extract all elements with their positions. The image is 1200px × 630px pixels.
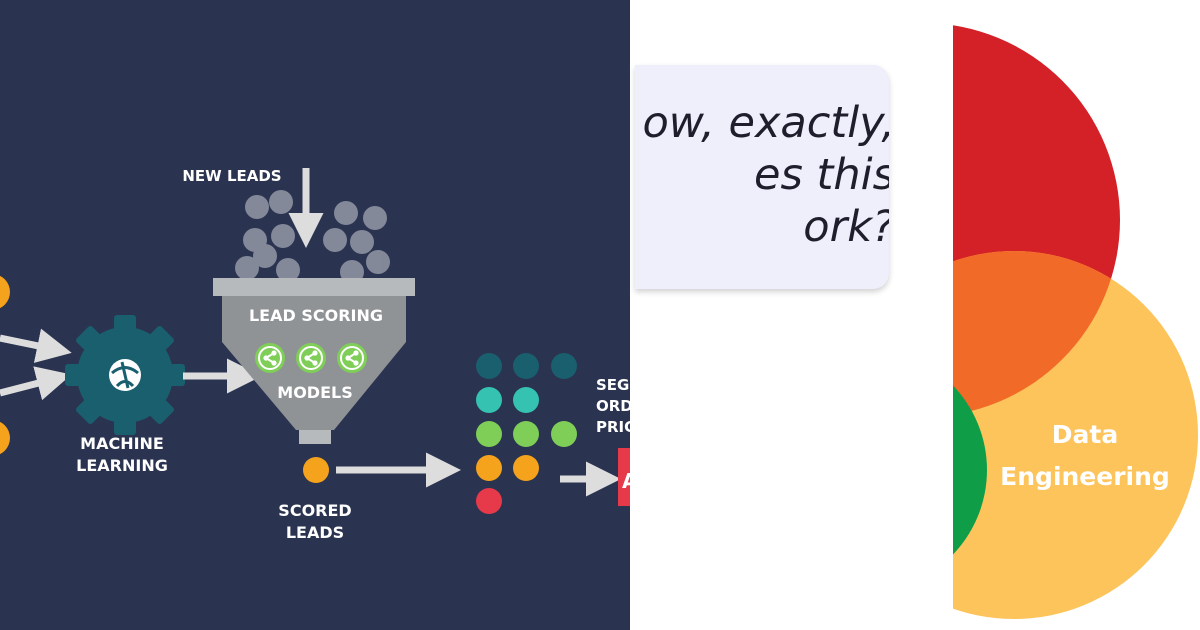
machine-learning-label-1: MACHINE <box>80 434 164 453</box>
share-icon <box>255 343 285 373</box>
scored-lead-dot <box>303 457 329 483</box>
share-icon <box>296 343 326 373</box>
venn-label-line-1: Data <box>1052 420 1118 449</box>
segment-dots <box>476 353 577 514</box>
question-text: ow, exactly, es this ork? <box>635 97 889 253</box>
output-badge-letter: A <box>622 469 630 493</box>
question-line-3: ork? <box>803 202 889 252</box>
lead-scoring-diagram: MACHINE LEARNING NEW LEADS LEAD SCORING <box>0 0 630 630</box>
share-icons <box>255 343 367 373</box>
segment-label-1: SEGI <box>596 376 630 394</box>
share-icon <box>337 343 367 373</box>
lead-scoring-svg: MACHINE LEARNING NEW LEADS LEAD SCORING <box>0 0 630 630</box>
new-leads-label: NEW LEADS <box>182 167 281 185</box>
question-line-2: es this <box>754 150 889 200</box>
venn-label-line-2: Engineering <box>1000 462 1170 491</box>
venn-svg: Data Engineering <box>953 25 1198 619</box>
data-engineering-venn: Data Engineering <box>930 0 1200 630</box>
output-badge <box>618 448 630 506</box>
machine-learning-label-2: LEARNING <box>76 456 168 475</box>
question-card: ow, exactly, es this ork? <box>635 65 889 289</box>
source-dot <box>0 421 10 455</box>
question-line-1: ow, exactly, <box>642 98 889 148</box>
segment-label-2: ORD <box>596 397 630 415</box>
segment-label-3: PRIC <box>596 418 630 436</box>
funnel-title: LEAD SCORING <box>249 306 383 325</box>
new-leads-bubbles <box>235 190 390 284</box>
funnel-subtitle: MODELS <box>277 383 352 402</box>
source-dot <box>0 275 10 309</box>
scored-leads-label-1: SCORED <box>278 501 351 520</box>
gear-icon <box>65 315 185 435</box>
scored-leads-label-2: LEADS <box>286 523 344 542</box>
input-arrows <box>0 328 72 401</box>
